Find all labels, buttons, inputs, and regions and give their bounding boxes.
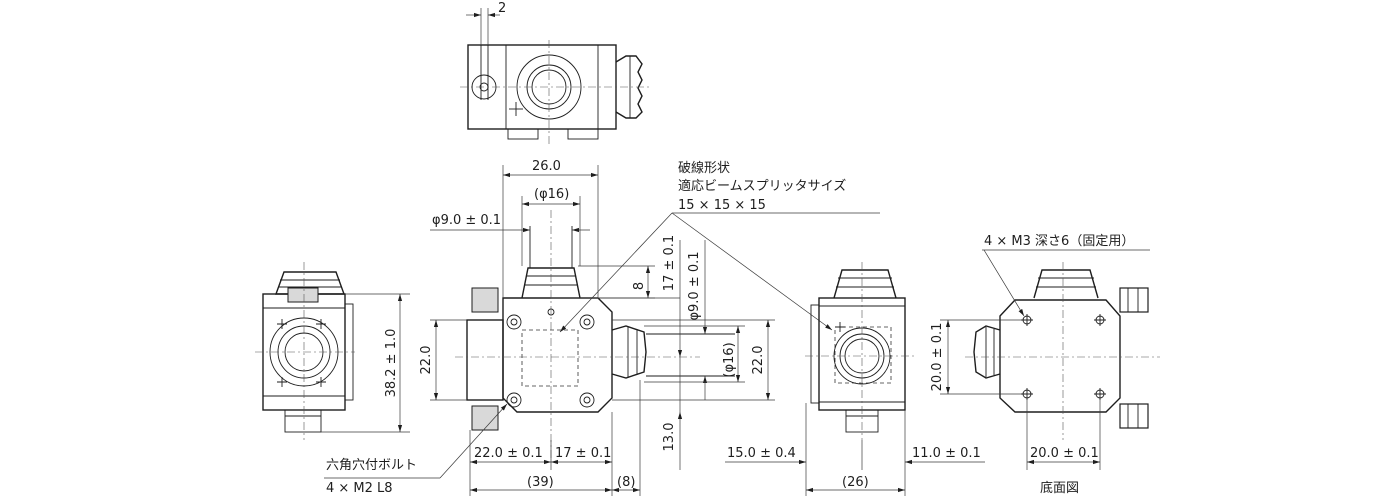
dim-h-20: 20.0 ± 0.1	[1030, 446, 1099, 461]
beam-title-1: 破線形状	[678, 160, 730, 176]
dim-v-13: 13.0	[662, 423, 677, 452]
front-dimensions: 26.0 (φ16) φ9.0 ± 0.1 破線形状 適応ビームスプリッタサイズ…	[324, 159, 880, 496]
beam-title-2: 適応ビームスプリッタサイズ	[678, 178, 846, 194]
dim-h-22: 22.0 ± 0.1	[474, 446, 543, 461]
bolt-label-2: 4 × M2 L8	[326, 481, 393, 496]
bottom-view-title: 底面図	[1040, 480, 1079, 496]
beam-size: 15 × 15 × 15	[678, 198, 766, 213]
dim-v-22-left: 22.0	[419, 346, 434, 375]
top-view: 2	[460, 1, 650, 145]
dim-v-phi16: (φ16)	[722, 342, 737, 377]
dim-h-17: 17 ± 0.1	[555, 446, 611, 461]
front-view	[455, 210, 735, 460]
dim-top-gap: 2	[498, 1, 506, 16]
bottom-view: 4 × M3 深さ6（固定用） 20.0 ± 0.1 20.0 ± 0.1 底面…	[930, 234, 1160, 496]
right-side-view: 15.0 ± 0.4 11.0 ± 0.1 (26)	[725, 262, 985, 496]
dim-h-26: (26)	[842, 475, 869, 490]
bolt-label-1: 六角穴付ボルト	[326, 458, 417, 473]
dim-v-17: 17 ± 0.1	[662, 235, 677, 291]
dim-left-height: 38.2 ± 1.0	[384, 329, 399, 398]
dim-h-15: 15.0 ± 0.4	[727, 446, 796, 461]
m3-label: 4 × M3 深さ6（固定用）	[984, 234, 1134, 249]
dim-v-20: 20.0 ± 0.1	[930, 323, 945, 392]
dim-phi16-top: (φ16)	[534, 187, 569, 202]
left-side-view: 38.2 ± 1.0	[255, 262, 410, 440]
dim-phi9: φ9.0 ± 0.1	[432, 213, 501, 228]
dim-width-26: 26.0	[532, 159, 561, 174]
dim-h-39: (39)	[527, 475, 554, 490]
dim-h-11: 11.0 ± 0.1	[912, 446, 981, 461]
dim-v-phi9: φ9.0 ± 0.1	[687, 251, 702, 320]
dim-v-22-right: 22.0	[751, 346, 766, 375]
dim-h-8: (8)	[617, 475, 635, 490]
dim-v-8: 8	[632, 282, 647, 290]
